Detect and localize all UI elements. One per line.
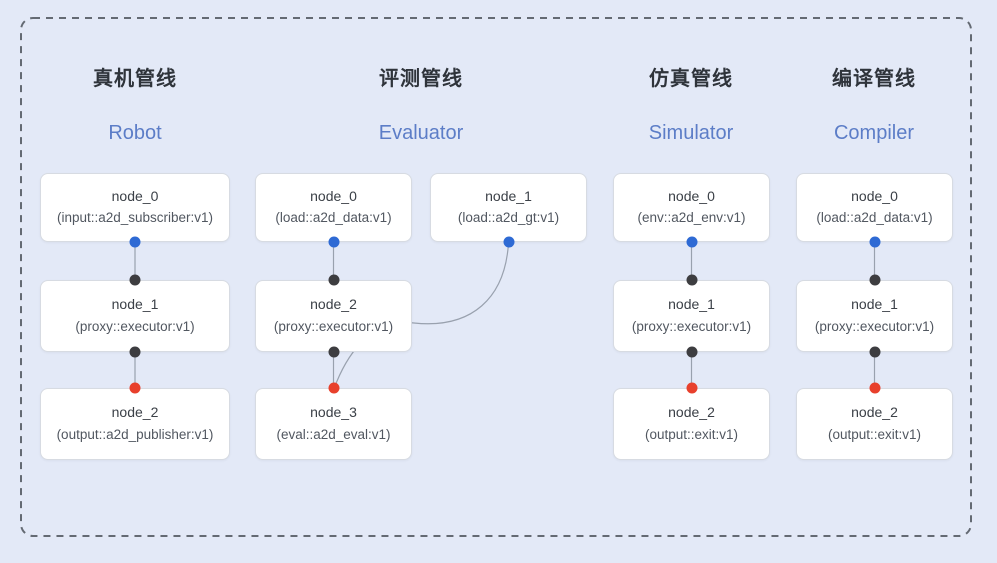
pipeline-title-en-evaluator: Evaluator <box>378 122 464 144</box>
node-name: node_1 <box>485 187 532 204</box>
node-name: node_0 <box>851 187 898 204</box>
connector-port-dot <box>869 274 880 286</box>
node-spec: (output::exit:v1) <box>827 426 922 442</box>
node-name: node_3 <box>310 404 357 421</box>
connector-port-dot <box>129 274 141 286</box>
node-spec: (proxy::executor:v1) <box>631 318 752 334</box>
node-name: node_2 <box>310 296 357 313</box>
node-card: node_2 (output::a2d_publisher:v1) <box>40 388 230 460</box>
connector-port-dot <box>129 346 141 358</box>
node-card: node_1 (load::a2d_gt:v1) <box>430 173 587 242</box>
source-port-dot <box>686 236 697 248</box>
source-port-dot <box>869 236 880 248</box>
node-spec: (proxy::executor:v1) <box>75 318 195 334</box>
node-spec: (proxy::executor:v1) <box>814 318 935 334</box>
connector-port-dot <box>869 346 880 358</box>
node-spec: (load::a2d_data:v1) <box>275 210 392 226</box>
node-card: node_2 (output::exit:v1) <box>796 388 953 460</box>
connector-port-dot <box>328 274 339 286</box>
node-spec: (eval::a2d_eval:v1) <box>276 426 391 442</box>
source-port-dot <box>129 236 141 248</box>
node-card: node_2 (proxy::executor:v1) <box>255 280 412 352</box>
sink-port-dot <box>686 382 697 394</box>
node-name: node_0 <box>310 187 357 204</box>
node-card: node_2 (output::exit:v1) <box>613 388 770 460</box>
node-spec: (proxy::executor:v1) <box>273 318 394 334</box>
pipeline-title-zh-robot: 真机管线 <box>93 68 177 90</box>
node-name: node_2 <box>111 404 159 421</box>
pipeline-title-zh-evaluator: 评测管线 <box>379 68 463 90</box>
node-card: node_1 (proxy::executor:v1) <box>613 280 770 352</box>
pipeline-title-en-compiler: Compiler <box>833 122 915 144</box>
pipeline-title-zh-simulator: 仿真管线 <box>649 68 733 90</box>
connector-port-dot <box>686 274 697 286</box>
node-spec: (env::a2d_env:v1) <box>637 210 746 226</box>
node-name: node_2 <box>851 404 898 421</box>
source-port-dot <box>328 236 339 248</box>
edge-curve <box>334 242 510 387</box>
pipeline-title-zh-compiler: 编译管线 <box>832 68 916 90</box>
source-port-dot <box>503 236 514 248</box>
pipeline-title-en-robot: Robot <box>108 122 162 144</box>
sink-port-dot <box>129 382 141 394</box>
node-card: node_0 (load::a2d_data:v1) <box>796 173 953 242</box>
node-spec: (output::a2d_publisher:v1) <box>56 426 214 442</box>
node-name: node_1 <box>668 296 715 313</box>
node-card: node_1 (proxy::executor:v1) <box>40 280 230 352</box>
node-spec: (load::a2d_data:v1) <box>816 210 933 226</box>
node-card: node_1 (proxy::executor:v1) <box>796 280 953 352</box>
connector-port-dot <box>686 346 697 358</box>
node-name: node_1 <box>111 296 159 313</box>
node-spec: (output::exit:v1) <box>644 426 739 442</box>
node-card: node_0 (input::a2d_subscriber:v1) <box>40 173 230 242</box>
connector-port-dot <box>328 346 339 358</box>
node-card: node_0 (env::a2d_env:v1) <box>613 173 770 242</box>
node-name: node_1 <box>851 296 898 313</box>
node-name: node_2 <box>668 404 715 421</box>
node-card: node_3 (eval::a2d_eval:v1) <box>255 388 412 460</box>
node-spec: (input::a2d_subscriber:v1) <box>56 210 214 226</box>
sink-port-dot <box>328 382 339 394</box>
pipeline-title-en-simulator: Simulator <box>648 122 734 144</box>
node-card: node_0 (load::a2d_data:v1) <box>255 173 412 242</box>
node-name: node_0 <box>111 187 159 204</box>
node-spec: (load::a2d_gt:v1) <box>457 210 560 226</box>
sink-port-dot <box>869 382 880 394</box>
node-name: node_0 <box>668 187 715 204</box>
